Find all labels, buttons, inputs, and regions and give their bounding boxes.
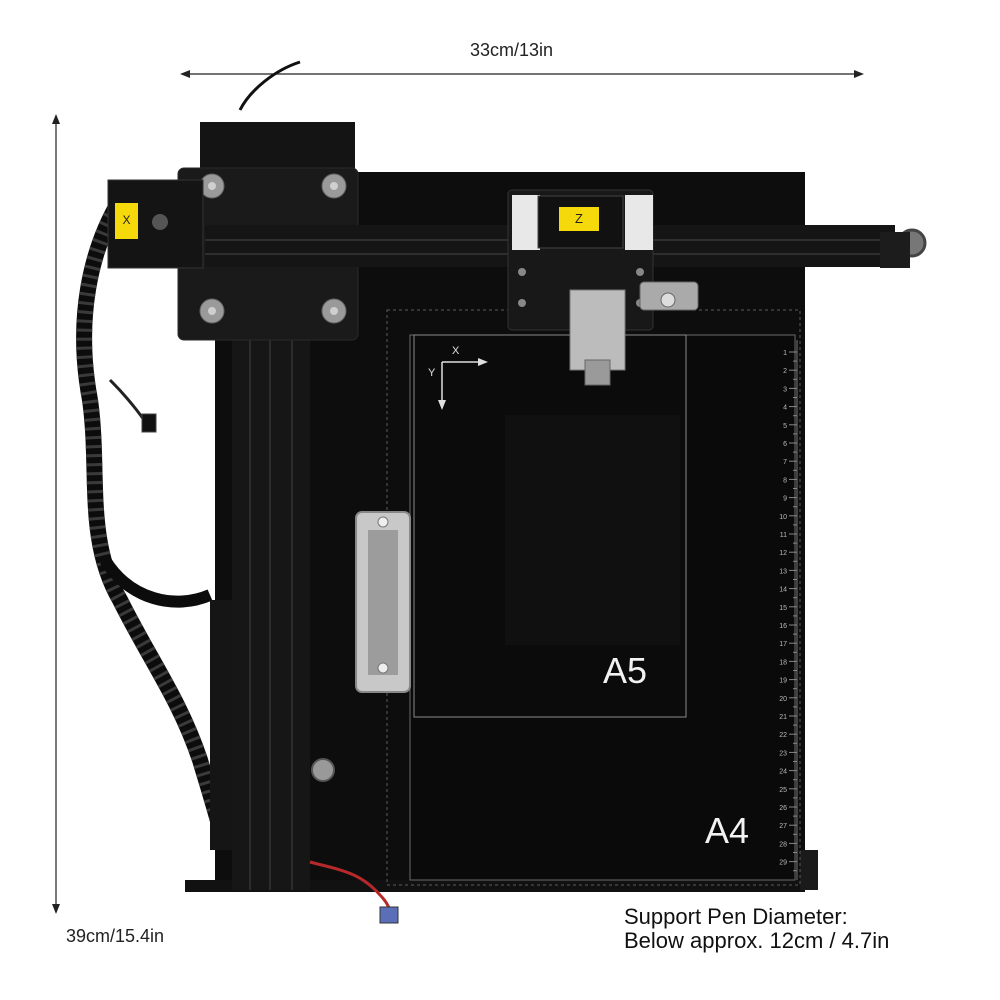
height-dimension-arrow xyxy=(52,114,60,914)
width-dimension-label: 33cm/13in xyxy=(470,40,554,60)
ruler-number: 27 xyxy=(779,823,787,830)
ruler-number: 24 xyxy=(779,769,787,776)
x-motor-label-plate xyxy=(115,203,138,239)
axis-indicator xyxy=(438,358,488,410)
ruler-number: 1 xyxy=(783,350,787,357)
ruler-number: 18 xyxy=(779,659,787,666)
ruler-number: 21 xyxy=(779,714,787,721)
height-dimension-label: 39cm/15.4in xyxy=(66,926,165,946)
pen-holder xyxy=(569,281,699,386)
bed-ruler: 1234567891011121314151617181920212223242… xyxy=(779,340,798,880)
ruler-number: 22 xyxy=(779,732,787,739)
ruler-number: 3 xyxy=(783,386,787,393)
ruler-number: 11 xyxy=(780,532,787,539)
ruler-number: 28 xyxy=(779,841,787,848)
x-motor-label: X xyxy=(122,213,131,227)
ruler-number: 19 xyxy=(779,678,787,685)
note-line-2: Below approx. 12cm / 4.7in xyxy=(624,928,890,953)
ruler-number: 4 xyxy=(783,405,787,412)
note-line-1: Support Pen Diameter: xyxy=(624,904,848,929)
ruler-number: 6 xyxy=(783,441,787,448)
a5-label: A5 xyxy=(603,650,648,691)
a4-label: A4 xyxy=(705,810,750,851)
ruler-number: 9 xyxy=(783,496,787,503)
width-dimension-arrow xyxy=(180,70,864,78)
ruler-number: 16 xyxy=(779,623,787,630)
ruler-number: 13 xyxy=(779,568,787,575)
ruler-number: 25 xyxy=(779,787,787,794)
ruler-number: 5 xyxy=(783,423,787,430)
ruler-number: 23 xyxy=(779,750,787,757)
ruler-number: 12 xyxy=(779,550,787,557)
ruler-number: 8 xyxy=(783,477,787,484)
ruler-number: 20 xyxy=(779,696,787,703)
ruler-number: 26 xyxy=(779,805,787,812)
axis-x-label: X xyxy=(452,345,460,357)
ruler-number: 17 xyxy=(779,641,787,648)
pen-diameter-note: Support Pen Diameter: Below approx. 12cm… xyxy=(624,905,889,953)
axis-y-label: Y xyxy=(428,367,436,379)
ruler-number: 7 xyxy=(783,459,787,466)
z-motor-label-plate xyxy=(559,207,599,231)
cable-spiral xyxy=(76,195,238,881)
ruler-number: 15 xyxy=(779,605,787,612)
ruler-number: 14 xyxy=(779,587,787,594)
ruler-number: 2 xyxy=(783,368,787,375)
ruler-number: 10 xyxy=(779,514,787,521)
paper-clip xyxy=(355,511,411,693)
ruler-number: 29 xyxy=(779,860,787,867)
z-motor-label: Z xyxy=(575,211,583,226)
